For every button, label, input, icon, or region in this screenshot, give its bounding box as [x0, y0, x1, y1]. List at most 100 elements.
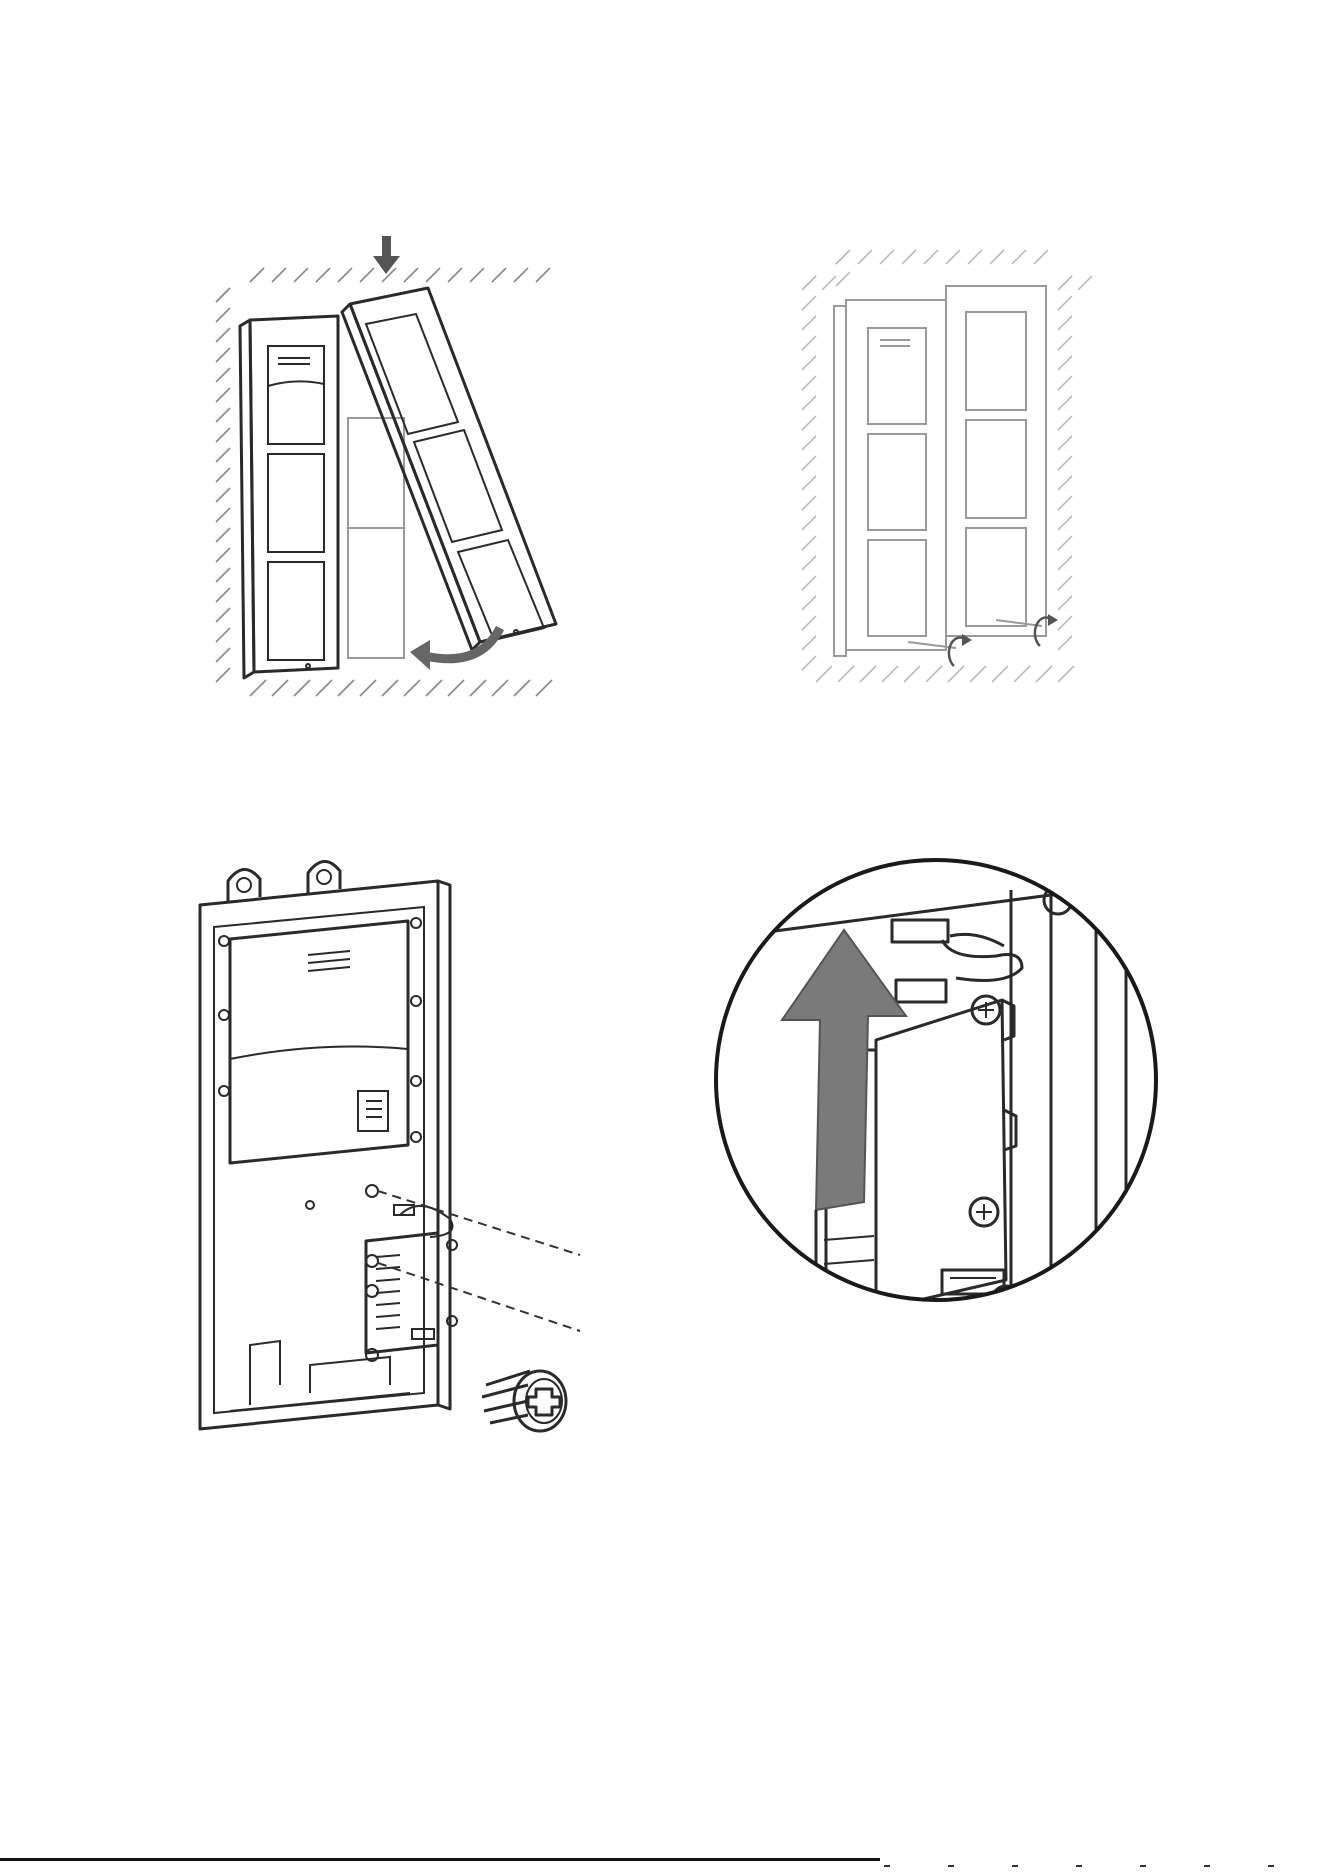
hatch-line	[946, 250, 960, 264]
hatch-line	[294, 268, 308, 282]
hatch-line	[1058, 556, 1072, 570]
hatch-line	[802, 576, 816, 590]
hatch-line	[1058, 356, 1072, 370]
hatch-line	[992, 666, 1008, 682]
hatch-line	[802, 396, 816, 410]
hatch-line	[904, 666, 920, 682]
hatch-line	[802, 436, 816, 450]
hatch-line	[968, 250, 982, 264]
hatch-line	[514, 680, 530, 696]
hatch-line	[360, 268, 374, 282]
hatch-line	[880, 250, 894, 264]
hatch-line	[802, 556, 816, 570]
hatch-line	[970, 666, 986, 682]
hatch-line	[836, 250, 850, 264]
hatch-line	[924, 250, 938, 264]
hatch-line	[216, 648, 230, 662]
hatch-line	[216, 668, 230, 682]
hatch-line	[1058, 496, 1072, 510]
hatch-line	[1058, 666, 1074, 682]
hatch-line	[216, 588, 230, 602]
hatch-line	[802, 516, 816, 530]
hatch-line	[216, 368, 230, 382]
hatch-line	[1058, 636, 1072, 650]
hatch-line	[858, 250, 872, 264]
hatch-line	[404, 268, 418, 282]
hatch-line	[1058, 396, 1072, 410]
hatch-line	[1058, 276, 1072, 290]
hatch-line	[802, 476, 816, 490]
hatch-line	[860, 666, 876, 682]
hatch-line	[1058, 316, 1072, 330]
hatch-line	[802, 656, 816, 670]
hatch-line	[802, 296, 816, 310]
hatch-line	[1012, 250, 1026, 264]
hatch-line	[1058, 536, 1072, 550]
hatch-line	[272, 268, 286, 282]
hatch-line	[216, 308, 230, 322]
hatch-line	[216, 488, 230, 502]
hatch-line	[426, 680, 442, 696]
hatch-line	[1058, 616, 1072, 630]
hatch-line	[250, 680, 266, 696]
left-frame	[240, 316, 338, 678]
hatch-line	[216, 528, 230, 542]
hatch-line	[802, 496, 816, 510]
hatch-line	[470, 268, 484, 282]
hatch-line	[1078, 276, 1092, 290]
hatch-line	[470, 680, 486, 696]
hatch-line	[404, 680, 420, 696]
hatch-line	[492, 268, 506, 282]
hatch-line	[492, 680, 508, 696]
hatch-line	[514, 268, 528, 282]
hatch-line	[216, 608, 230, 622]
hatch-line	[1058, 376, 1072, 390]
hatch-line	[216, 348, 230, 362]
left-frame	[834, 300, 946, 656]
hatch-line	[1058, 336, 1072, 350]
hatch-line	[802, 276, 816, 290]
hatch-line	[802, 596, 816, 610]
hatch-line	[836, 272, 850, 286]
hatch-line	[802, 536, 816, 550]
hatch-line	[926, 666, 942, 682]
hatch-line	[216, 628, 230, 642]
hatch-line	[448, 680, 464, 696]
hatch-line	[1058, 516, 1072, 530]
hatch-line	[272, 680, 288, 696]
hatch-line	[216, 548, 230, 562]
hatch-line	[802, 356, 816, 370]
hatch-line	[902, 250, 916, 264]
figure-module-mounting	[190, 845, 590, 1445]
hatch-line	[316, 680, 332, 696]
hatch-line	[882, 666, 898, 682]
hatch-line	[338, 268, 352, 282]
hatch-line	[426, 268, 440, 282]
hatch-line	[216, 428, 230, 442]
hatch-line	[802, 416, 816, 430]
hatch-line	[216, 568, 230, 582]
hatch-line	[802, 456, 816, 470]
hatch-line	[1058, 456, 1072, 470]
hatch-line	[360, 680, 376, 696]
hatch-line	[802, 336, 816, 350]
hatch-line	[948, 666, 964, 682]
hatch-line	[802, 316, 816, 330]
tilting-frame	[342, 288, 556, 650]
hatch-line	[1058, 296, 1072, 310]
hatch-line	[802, 636, 816, 650]
hatch-line	[294, 680, 310, 696]
hatch-line	[1034, 250, 1048, 264]
hatch-line	[838, 666, 854, 682]
hatch-line	[822, 276, 836, 290]
hatch-line	[216, 288, 230, 302]
hatch-line	[1058, 596, 1072, 610]
screw-icon	[482, 1371, 566, 1431]
hatch-line	[382, 680, 398, 696]
hatch-line	[1058, 476, 1072, 490]
hatch-line	[216, 388, 230, 402]
figure-slide-frame	[210, 228, 590, 698]
electronics-board	[366, 1205, 453, 1353]
hatch-line	[216, 468, 230, 482]
hatch-line	[250, 268, 264, 282]
